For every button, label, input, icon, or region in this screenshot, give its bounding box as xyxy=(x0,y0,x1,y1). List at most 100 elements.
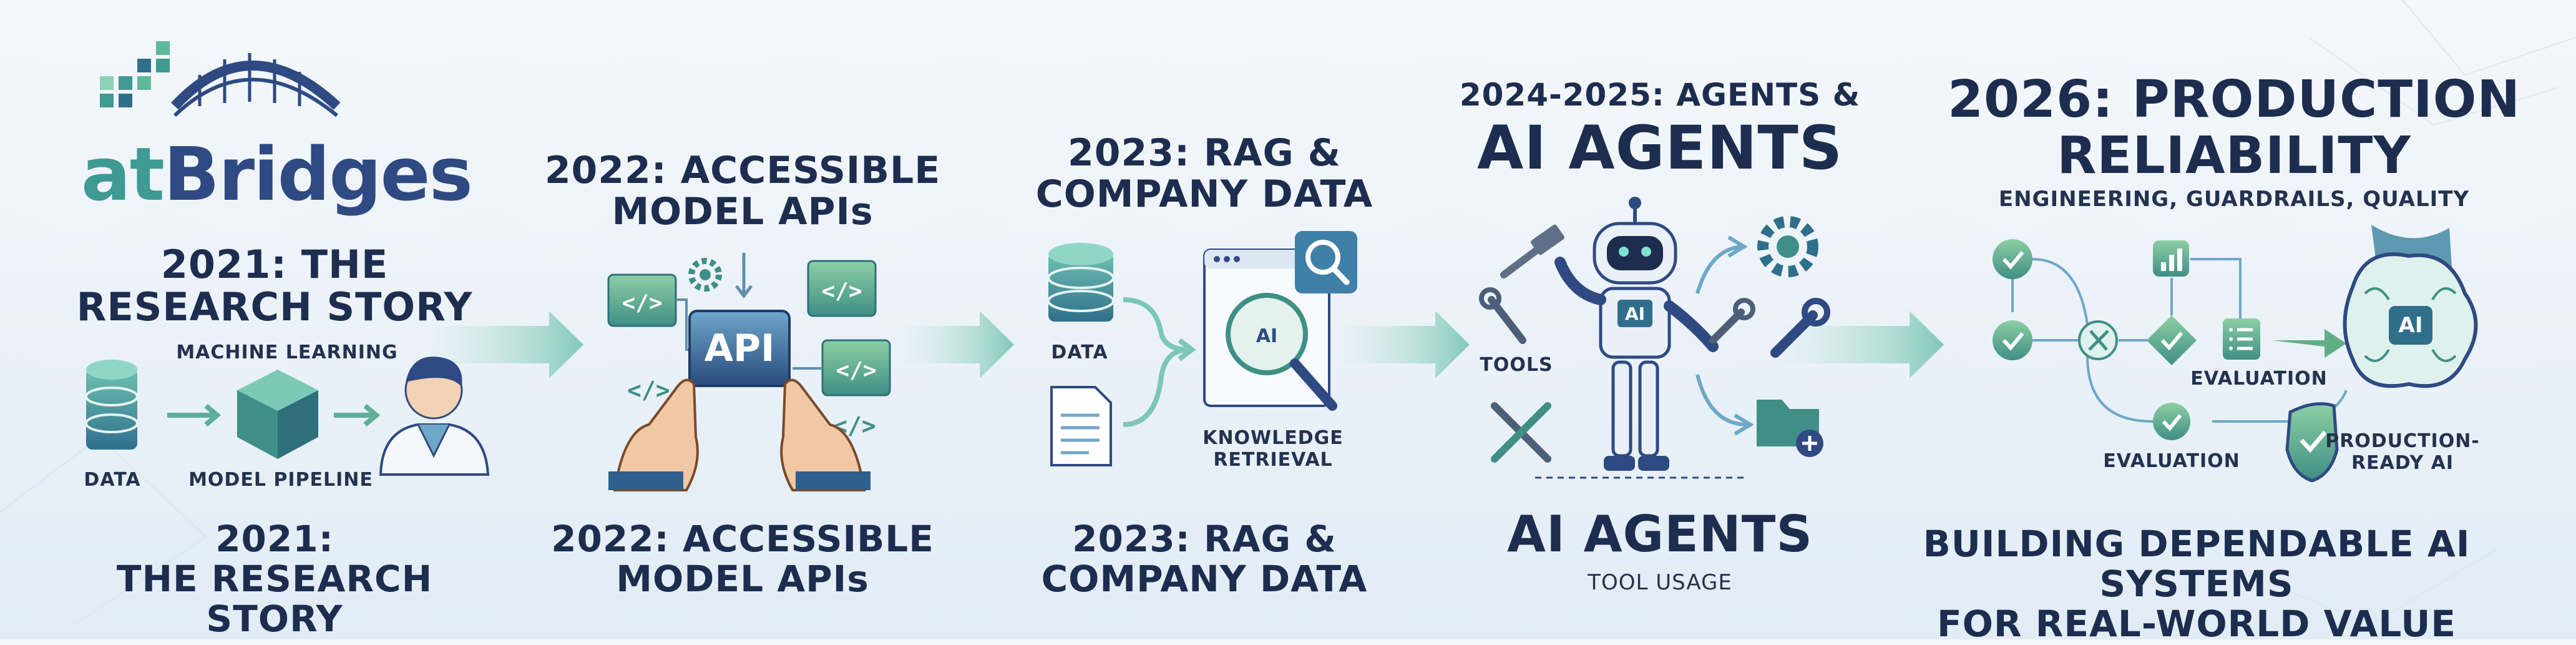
crossed-tools-icon xyxy=(1491,402,1551,463)
model-pipeline-label: MODEL PIPELINE xyxy=(188,469,373,491)
check-circle-icon xyxy=(1993,320,2032,360)
atbridges-logo: atBridges xyxy=(81,131,473,217)
stage-2023-footer-line1: 2023: RAG & xyxy=(1072,518,1337,560)
flow-arrow-1 xyxy=(431,311,583,378)
svg-text:</>: </> xyxy=(836,358,876,383)
check-circle-icon xyxy=(1993,239,2032,279)
stage-2024-title-line1: 2024-2025: AGENTS & xyxy=(1459,77,1861,113)
background-network xyxy=(0,0,2576,626)
arrow-icon xyxy=(167,403,222,427)
arrow-icon xyxy=(735,253,753,299)
researcher-icon xyxy=(379,357,490,476)
stage-2026-title-line2: RELIABILITY xyxy=(2057,126,2411,186)
logo-prefix: at xyxy=(81,131,165,217)
stage-2026-footer-line2: FOR REAL-WORLD VALUE xyxy=(1936,602,2457,645)
knowledge-retrieval-label: KNOWLEDGE RETRIEVAL xyxy=(1173,427,1373,471)
search-icon xyxy=(1295,231,1357,293)
code-window-icon: </> xyxy=(807,260,877,317)
hammer-icon xyxy=(1500,224,1564,278)
tool-usage-label: TOOL USAGE xyxy=(1588,570,1732,595)
stage-2021-illustration xyxy=(85,357,490,476)
ai-label: AI xyxy=(2399,313,2423,338)
stage-2022-footer-line1: 2022: ACCESSIBLE xyxy=(551,518,934,560)
diamond-check-icon xyxy=(2147,315,2197,365)
flow-arrows xyxy=(431,311,1944,378)
gear-icon xyxy=(688,258,722,292)
check-circle-icon xyxy=(2153,403,2190,440)
stage-2021-footer: 2021: THE RESEARCH STORY xyxy=(56,519,493,639)
production-ready-label: PRODUCTION- READY AI xyxy=(2309,430,2496,474)
stage-2023-title-line2: COMPANY DATA xyxy=(1035,172,1373,216)
stage-2023-footer: 2023: RAG & COMPANY DATA xyxy=(1005,519,1404,599)
stage-2023-illustration: AI xyxy=(1047,231,1357,466)
api-panel: API xyxy=(688,310,791,387)
knowledge-retrieval-line1: KNOWLEDGE xyxy=(1203,427,1344,449)
api-label: API xyxy=(705,327,775,370)
stage-2022-title: 2022: ACCESSIBLE MODEL APIs xyxy=(537,150,949,232)
stage-2023-footer-line2: COMPANY DATA xyxy=(1041,557,1368,600)
stage-2026-title-line1: 2026: PRODUCTION xyxy=(1947,70,2521,129)
atbridges-logo-mark xyxy=(100,41,341,117)
svg-text:</>: </> xyxy=(821,278,862,304)
knowledge-retrieval-line2: RETRIEVAL xyxy=(1213,448,1333,471)
evaluation-label-bottom: EVALUATION xyxy=(2103,450,2240,472)
stage-2026-footer-line1: BUILDING DEPENDABLE AI SYSTEMS xyxy=(1923,523,2471,605)
machine-learning-label: MACHINE LEARNING xyxy=(176,342,398,363)
arrow-icon xyxy=(334,403,381,427)
ai-brain-icon: AI xyxy=(2343,252,2478,388)
flow-arrow-3 xyxy=(1342,311,1470,378)
merge-arrows-icon xyxy=(1123,297,1196,427)
gear-icon xyxy=(1757,216,1818,277)
stage-2021-title-line1: 2021: THE xyxy=(160,242,389,287)
ai-label: AI xyxy=(1625,303,1645,324)
wrench-icon xyxy=(1479,287,1526,344)
code-window-icon: </> xyxy=(821,339,891,396)
stage-2026-footer: BUILDING DEPENDABLE AI SYSTEMS FOR REAL-… xyxy=(1841,524,2552,644)
cube-icon xyxy=(237,370,318,459)
wrench-icon xyxy=(1709,298,1755,344)
stage-2023-title-line1: 2023: RAG & xyxy=(1068,131,1341,175)
stage-2023-title: 2023: RAG & COMPANY DATA xyxy=(1005,132,1404,215)
hands-icon xyxy=(608,378,871,491)
stage-2021-footer-line1: 2021: xyxy=(215,518,334,560)
logo-suffix: Bridges xyxy=(163,131,473,217)
database-icon xyxy=(85,360,139,450)
shield-check-icon xyxy=(2285,402,2339,483)
flow-node-icon xyxy=(2078,320,2118,360)
brain-magnifier-icon: AI xyxy=(1226,293,1337,411)
svg-text:</>: </> xyxy=(622,290,662,316)
code-window-icon: </> xyxy=(607,273,677,327)
stage-2021-title: 2021: THE RESEARCH STORY xyxy=(56,242,493,330)
production-ready-line2: READY AI xyxy=(2351,451,2454,474)
stage-2021-title-line2: RESEARCH STORY xyxy=(76,284,473,330)
stage-2022-footer: 2022: ACCESSIBLE MODEL APIs xyxy=(537,519,949,599)
stage-2024-illustration: AI xyxy=(1479,197,1830,479)
evaluation-label-top: EVALUATION xyxy=(2190,368,2328,390)
data-label-2021: DATA xyxy=(84,469,141,491)
stage-2022-footer-line2: MODEL APIs xyxy=(616,557,869,600)
tools-label: TOOLS xyxy=(1480,354,1553,376)
database-icon xyxy=(1047,243,1115,322)
stage-2026-subtitle: ENGINEERING, GUARDRAILS, QUALITY xyxy=(1998,187,2470,212)
document-icon xyxy=(1050,386,1112,466)
data-label-2023: DATA xyxy=(1051,342,1108,363)
folder-icon xyxy=(1757,400,1823,457)
bar-chart-icon xyxy=(2153,240,2189,277)
stage-2024-footer-title: AI AGENTS xyxy=(1507,505,1813,563)
stage-2026-illustration: AI xyxy=(1993,225,2478,483)
stage-2022-title-line1: 2022: ACCESSIBLE xyxy=(544,149,941,192)
code-symbol-icon: </> xyxy=(627,377,670,404)
wrench-icon xyxy=(1770,298,1830,358)
stage-2022-illustration: </> </> </> </> </> API xyxy=(607,253,891,491)
branch-arrows-icon xyxy=(1695,235,1754,436)
production-ready-line1: PRODUCTION- xyxy=(2325,430,2480,452)
stage-2026-title: 2026: PRODUCTION RELIABILITY xyxy=(1922,70,2546,186)
stage-2024-title-line2: AI AGENTS xyxy=(1476,113,1843,183)
arrow-icon xyxy=(2271,329,2346,358)
flow-arrow-4 xyxy=(1778,311,1944,378)
checklist-icon xyxy=(2223,318,2260,360)
stage-2022-title-line2: MODEL APIs xyxy=(612,190,874,234)
flow-arrow-2 xyxy=(905,311,1014,378)
robot-icon: AI xyxy=(1535,197,1747,479)
